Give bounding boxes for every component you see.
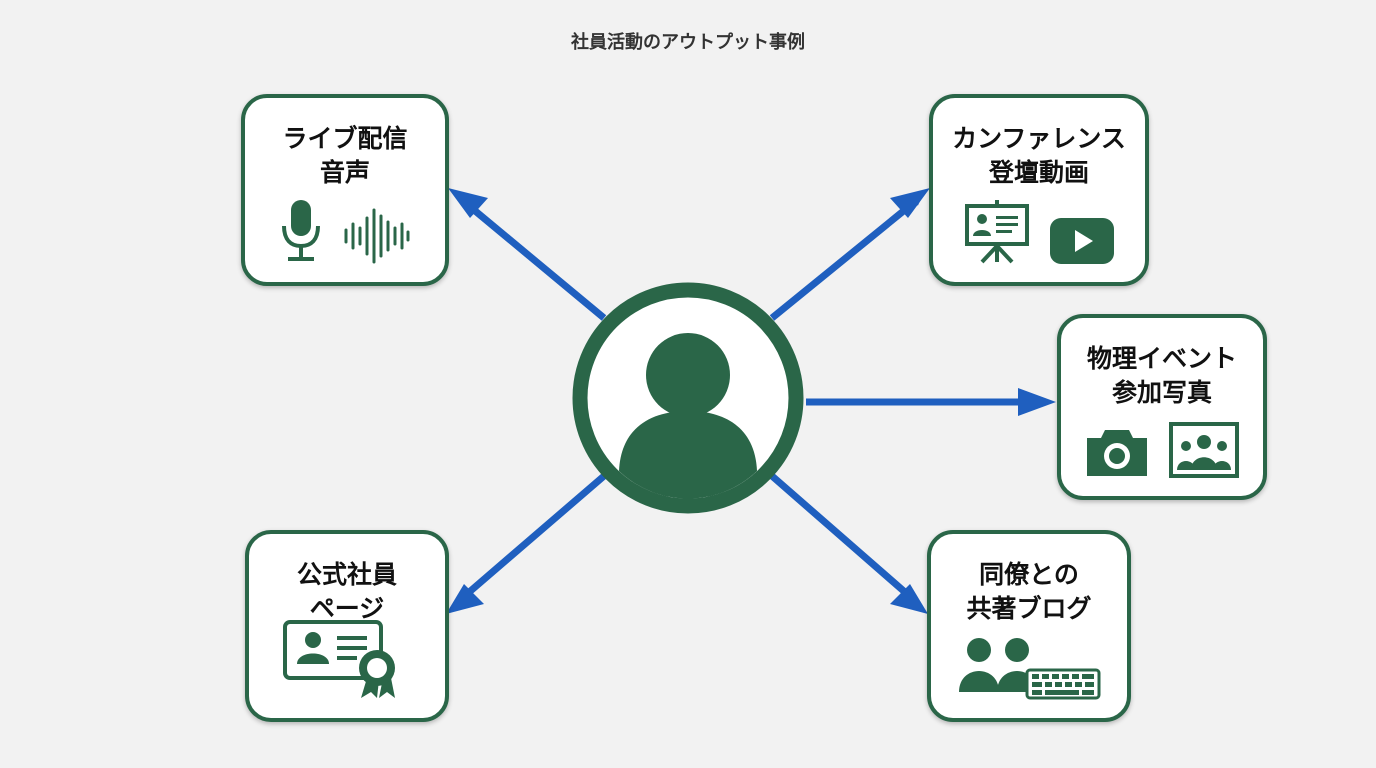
card-label-line1: 物理イベント xyxy=(1086,344,1237,373)
arrow-to-live-audio xyxy=(456,195,607,321)
card-label-line1: ライブ配信 xyxy=(282,124,408,153)
card-label-line1: 同僚との xyxy=(979,560,1079,589)
group-photo-icon xyxy=(1169,422,1239,478)
user-avatar-icon xyxy=(572,282,804,514)
card-live-audio: ライブ配信 音声 xyxy=(241,94,449,286)
people-keyboard-icon xyxy=(959,638,1101,700)
video-play-icon xyxy=(1050,218,1114,264)
card-label: 同僚との 共著ブログ xyxy=(931,558,1127,626)
arrow-to-conference-video xyxy=(769,195,923,321)
arrow-to-employee-page xyxy=(454,473,607,605)
card-label: カンファレンス 登壇動画 xyxy=(933,122,1145,190)
card-coauthored-blog: 同僚との 共著ブログ xyxy=(927,530,1131,722)
card-label-line1: カンファレンス xyxy=(952,124,1126,153)
card-label-line2: 登壇動画 xyxy=(988,158,1089,187)
card-label-line2: 参加写真 xyxy=(1111,378,1212,407)
card-label-line2: ページ xyxy=(309,594,385,623)
profile-card-award-icon xyxy=(283,620,395,698)
card-label: 物理イベント 参加写真 xyxy=(1061,342,1263,410)
card-label-line2: 共著ブログ xyxy=(966,594,1092,623)
arrow-to-coauthored-blog xyxy=(769,473,920,605)
employee-hub xyxy=(571,281,805,519)
card-label: ライブ配信 音声 xyxy=(245,122,445,190)
card-label: 公式社員 ページ xyxy=(249,558,445,626)
card-employee-page: 公式社員 ページ xyxy=(245,530,449,722)
card-event-photo: 物理イベント 参加写真 xyxy=(1057,314,1267,500)
microphone-icon xyxy=(282,200,320,261)
card-label-line2: 音声 xyxy=(319,158,370,187)
sound-wave-icon xyxy=(344,208,410,264)
diagram-title: 社員活動のアウトプット事例 xyxy=(571,32,805,53)
camera-icon xyxy=(1087,430,1147,476)
card-label-line1: 公式社員 xyxy=(296,560,397,589)
card-conference-video: カンファレンス 登壇動画 xyxy=(929,94,1149,286)
presentation-board-icon xyxy=(965,200,1029,264)
